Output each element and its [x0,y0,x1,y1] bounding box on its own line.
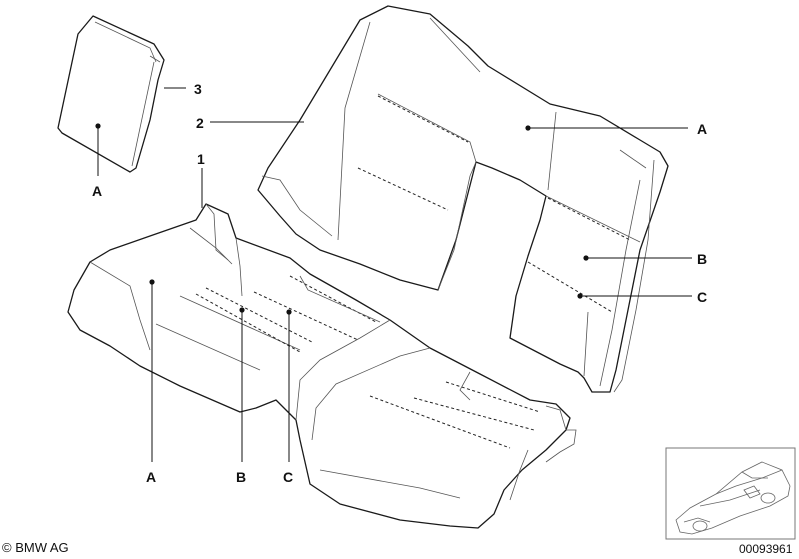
marker-dot [149,279,155,285]
callout-cushion-a: A [146,469,156,485]
callout-backrest-a: A [697,121,707,137]
car-outline-icon [675,461,791,535]
backrest-cover [257,5,669,393]
callout-part-1: 1 [197,151,205,167]
marker-dot [95,123,101,129]
callout-cushion-b: B [236,469,246,485]
diagram-id: 00093961 [739,542,793,556]
vehicle-thumbnail [665,447,796,540]
leader-lines [95,87,692,462]
seat-cushion-cover [67,203,577,529]
callout-headrest-a: A [92,183,102,199]
copyright-label: © BMW AG [2,540,69,555]
callout-part-3: 3 [194,81,202,97]
callout-part-2: 2 [196,115,204,131]
marker-dot [583,255,589,261]
headrest-cover [57,15,165,173]
callout-backrest-b: B [697,251,707,267]
marker-dot [577,293,583,299]
callout-labels: 3 2 1 A A B C A B C [92,81,707,485]
marker-dot [286,309,292,315]
marker-dot [525,125,531,131]
marker-dot [239,307,245,313]
callout-cushion-c: C [283,469,293,485]
callout-backrest-c: C [697,289,707,305]
